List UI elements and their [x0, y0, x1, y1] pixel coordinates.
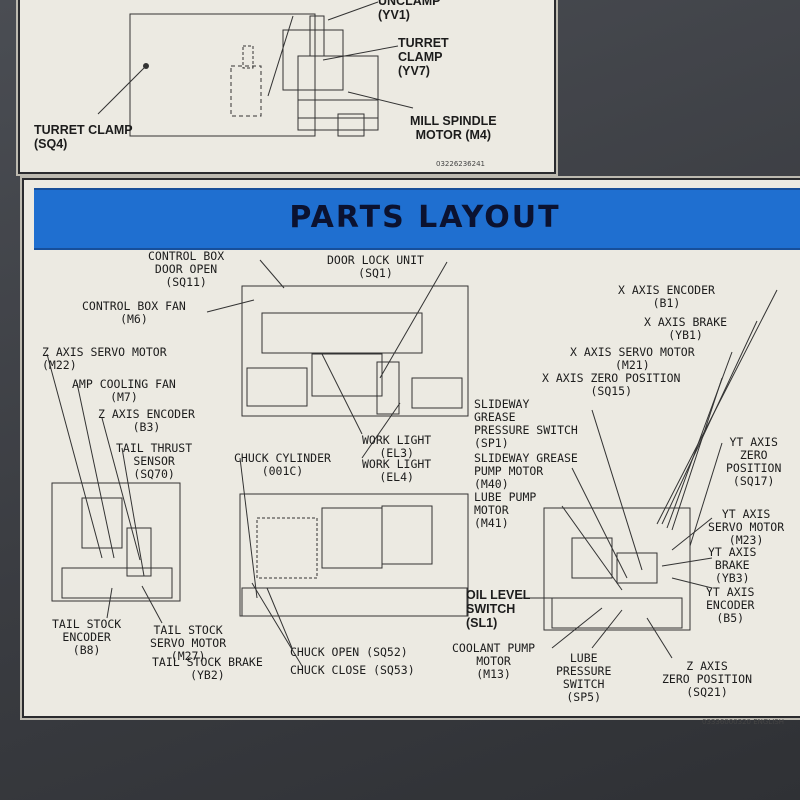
slideway-grease-pressure-switch-label: SLIDEWAY GREASE PRESSURE SWITCH (SP1) [474, 397, 578, 450]
yt-axis-servo-motor-label: YT AXIS SERVO MOTOR (M23) [708, 507, 785, 547]
parts-layout-diagram [46, 259, 778, 667]
chuck-cylinder-label: CHUCK CYLINDER (001C) [234, 451, 331, 478]
yt-axis-brake-label: YT AXIS BRAKE (YB3) [708, 545, 757, 585]
parts-layout-banner: PARTS LAYOUT [34, 188, 800, 250]
z-axis-servo-motor-label: Z AXIS SERVO MOTOR (M22) [42, 345, 167, 372]
amp-cooling-fan-label: AMP COOLING FAN (M7) [72, 377, 176, 404]
slideway-grease-pump-motor-label: SLIDEWAY GREASE PUMP MOTOR (M40) [474, 451, 578, 491]
yt-axis-encoder-label: YT AXIS ENCODER (B5) [706, 585, 755, 625]
door-lock-unit-label: DOOR LOCK UNIT (SQ1) [327, 253, 424, 280]
turret-diagram-plate: UNCLAMP (YV1) TURRET CLAMP (YV7) TURRET … [16, 0, 558, 176]
lube-pressure-switch-label: LUBE PRESSURE SWITCH (SP5) [556, 651, 612, 704]
main-plate-serial: 03336000320 ENGLISH [702, 718, 784, 726]
x-axis-servo-motor-label: X AXIS SERVO MOTOR (M21) [570, 345, 695, 372]
chuck-open-label: CHUCK OPEN (SQ52) [290, 645, 408, 659]
unclamp-label: UNCLAMP (YV1) [378, 0, 441, 22]
coolant-pump-motor-label: COOLANT PUMP MOTOR (M13) [452, 641, 536, 681]
work-light-el4-label: WORK LIGHT (EL4) [362, 457, 432, 484]
control-box-door-open-label: CONTROL BOX DOOR OPEN (SQ11) [148, 249, 225, 289]
z-axis-zero-position-label: Z AXIS ZERO POSITION (SQ21) [662, 659, 753, 699]
chuck-close-label: CHUCK CLOSE (SQ53) [290, 663, 415, 677]
turret-diagram [97, 1, 414, 137]
page-title: PARTS LAYOUT [289, 200, 561, 235]
oil-level-switch-label: OIL LEVEL SWITCH (SL1) [466, 588, 531, 630]
x-axis-brake-label: X AXIS BRAKE (YB1) [644, 315, 728, 342]
tail-stock-servo-motor-label: TAIL STOCK SERVO MOTOR (M27) [150, 623, 227, 663]
top-plate-serial: 03226236241 [436, 160, 485, 168]
tail-thrust-sensor-label: TAIL THRUST SENSOR (SQ70) [116, 441, 193, 481]
z-axis-encoder-label: Z AXIS ENCODER (B3) [98, 407, 195, 434]
turret-clamp-valve-label: TURRET CLAMP (YV7) [398, 36, 449, 78]
tail-stock-encoder-label: TAIL STOCK ENCODER (B8) [52, 617, 122, 657]
work-light-el3-label: WORK LIGHT (EL3) [362, 433, 432, 460]
yt-axis-zero-position-label: YT AXIS ZERO POSITION (SQ17) [726, 435, 782, 488]
x-axis-encoder-label: X AXIS ENCODER (B1) [618, 283, 715, 310]
x-axis-zero-position-label: X AXIS ZERO POSITION (SQ15) [542, 371, 681, 398]
turret-clamp-sensor-label: TURRET CLAMP (SQ4) [34, 123, 133, 151]
lube-pump-motor-label: LUBE PUMP MOTOR (M41) [474, 490, 537, 530]
parts-layout-plate: PARTS LAYOUT [20, 176, 800, 726]
control-box-fan-label: CONTROL BOX FAN (M6) [82, 299, 186, 326]
mill-spindle-motor-label: MILL SPINDLE MOTOR (M4) [410, 114, 497, 142]
tail-stock-brake-label: TAIL STOCK BRAKE (YB2) [152, 655, 263, 682]
